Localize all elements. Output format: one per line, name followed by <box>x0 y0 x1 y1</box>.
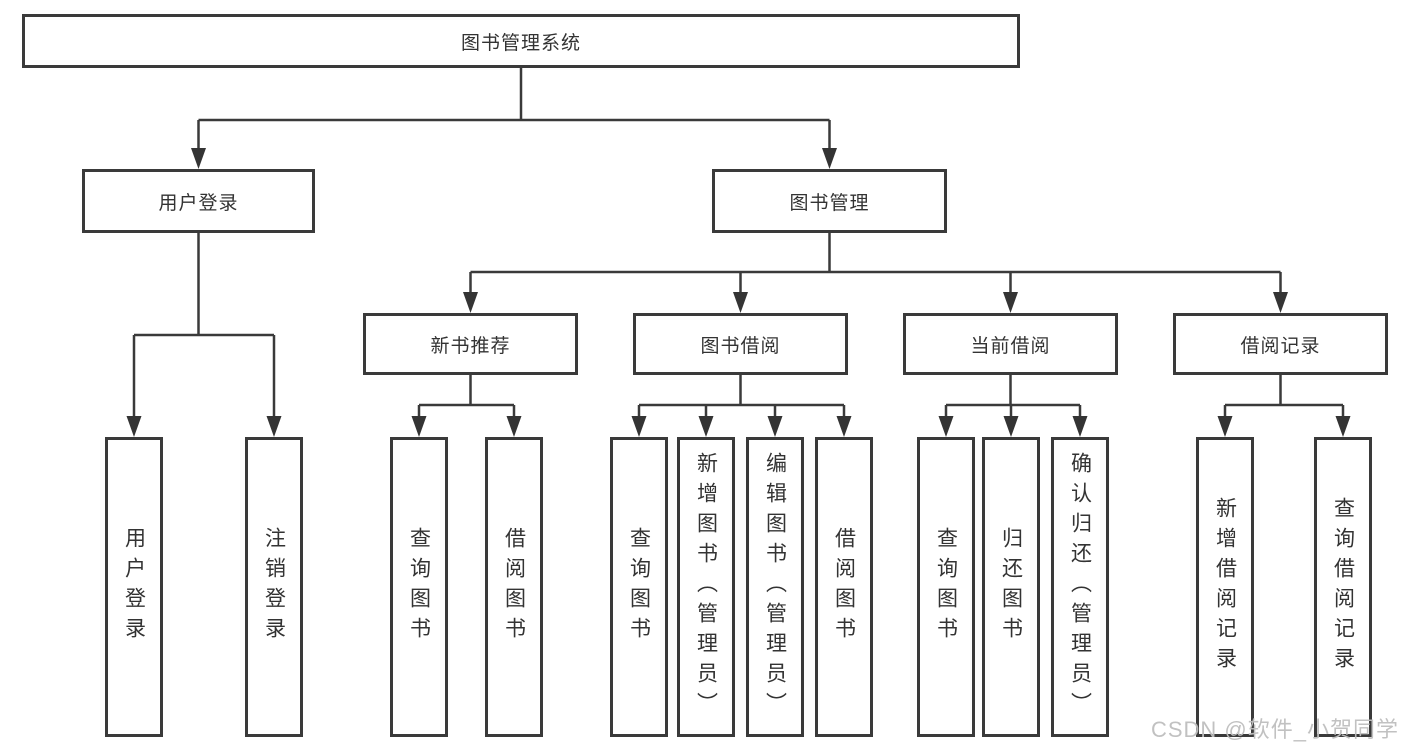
node-leaf-query-borrow-record-label: 查询借阅记录 <box>1331 497 1355 677</box>
node-leaf-borrow-books-label: 借阅图书 <box>832 527 856 647</box>
node-leaf-logout: 注销登录 <box>245 437 303 737</box>
node-leaf-edit-book-admin: 编辑图书（管理员） <box>746 437 804 737</box>
node-root: 图书管理系统 <box>22 14 1020 68</box>
node-leaf-add-borrow-record: 新增借阅记录 <box>1196 437 1254 737</box>
node-leaf-query-books-recommend: 查询图书 <box>390 437 448 737</box>
node-leaf-query-books-borrow-label: 查询图书 <box>627 527 651 647</box>
node-leaf-edit-book-admin-label: 编辑图书（管理员） <box>763 452 787 722</box>
node-leaf-add-borrow-record-label: 新增借阅记录 <box>1213 497 1237 677</box>
node-leaf-add-book-admin-label: 新增图书（管理员） <box>694 452 718 722</box>
node-leaf-query-books-recommend-label: 查询图书 <box>407 527 431 647</box>
node-new-book-recommend-label: 新书推荐 <box>430 335 511 357</box>
node-leaf-add-book-admin: 新增图书（管理员） <box>677 437 735 737</box>
node-leaf-query-books-borrow: 查询图书 <box>610 437 668 737</box>
node-leaf-user-login-label: 用户登录 <box>122 527 146 647</box>
node-borrow-records-label: 借阅记录 <box>1240 335 1321 357</box>
node-book-borrow-label: 图书借阅 <box>700 335 781 357</box>
node-leaf-confirm-return-admin-label: 确认归还（管理员） <box>1068 452 1092 722</box>
node-leaf-query-borrow-record: 查询借阅记录 <box>1314 437 1372 737</box>
node-leaf-query-books-current-label: 查询图书 <box>934 527 958 647</box>
watermark: CSDN @软件_小贺同学 <box>1150 717 1399 742</box>
node-new-book-recommend: 新书推荐 <box>363 313 578 375</box>
node-root-label: 图书管理系统 <box>460 32 581 54</box>
node-user-login-label: 用户登录 <box>158 192 239 214</box>
node-borrow-records: 借阅记录 <box>1173 313 1388 375</box>
node-current-borrow-label: 当前借阅 <box>970 335 1051 357</box>
node-leaf-return-books-label: 归还图书 <box>999 527 1023 647</box>
node-book-management: 图书管理 <box>712 169 947 233</box>
node-leaf-borrow-books-recommend-label: 借阅图书 <box>502 527 526 647</box>
node-leaf-query-books-current: 查询图书 <box>917 437 975 737</box>
node-user-login: 用户登录 <box>82 169 315 233</box>
node-current-borrow: 当前借阅 <box>903 313 1118 375</box>
node-leaf-user-login: 用户登录 <box>105 437 163 737</box>
node-book-borrow: 图书借阅 <box>633 313 848 375</box>
node-leaf-borrow-books-recommend: 借阅图书 <box>485 437 543 737</box>
node-leaf-logout-label: 注销登录 <box>262 527 286 647</box>
node-leaf-return-books: 归还图书 <box>982 437 1040 737</box>
node-leaf-confirm-return-admin: 确认归还（管理员） <box>1051 437 1109 737</box>
node-book-management-label: 图书管理 <box>789 192 870 214</box>
node-leaf-borrow-books: 借阅图书 <box>815 437 873 737</box>
